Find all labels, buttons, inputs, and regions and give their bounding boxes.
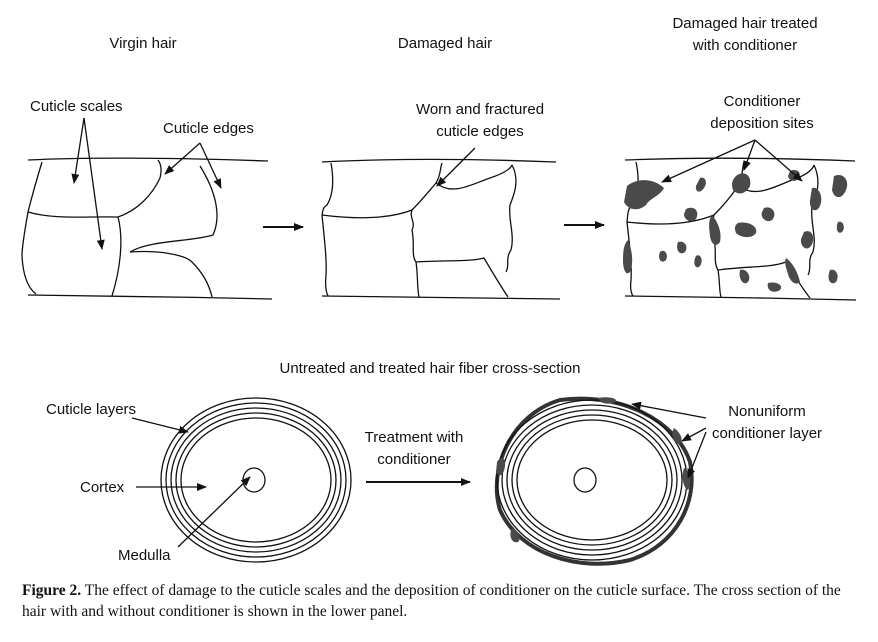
conditioner-patch [510, 528, 520, 543]
damaged-hair-panel: Damaged hair Worn and fractured cuticle … [321, 35, 561, 300]
conditioner-deposit [809, 187, 822, 211]
conditioner-deposit [732, 173, 751, 194]
conditioner-deposit [659, 250, 667, 262]
conditioner-deposit [694, 255, 702, 268]
conditioner-deposit [734, 222, 757, 238]
deposition-sites-leaders [661, 139, 803, 183]
virgin-label-leaders [71, 117, 222, 250]
treated-hair-title-line1: Damaged hair treated [672, 15, 817, 32]
treated-hair-panel: Damaged hair treated with conditioner Co… [623, 15, 857, 301]
medulla-label: Medulla [118, 547, 171, 564]
cuticle-scales-label: Cuticle scales [30, 98, 123, 115]
figure-caption: Figure 2. The effect of damage to the cu… [22, 580, 867, 622]
conditioner-deposit [800, 231, 814, 249]
cuticle-layers-leader [131, 417, 189, 434]
treatment-label-line2: conditioner [377, 451, 450, 468]
cortex-label: Cortex [80, 479, 125, 496]
conditioner-patch [682, 468, 691, 490]
conditioner-deposit [836, 221, 844, 233]
conditioner-deposit [709, 215, 721, 245]
conditioner-deposit [739, 269, 750, 284]
cuticle-layers-label: Cuticle layers [46, 401, 136, 418]
nonuniform-label-line2: conditioner layer [712, 425, 822, 442]
untreated-cuticle-rings [160, 397, 352, 563]
conditioner-deposits [623, 169, 848, 292]
cuticle-edges-label: Cuticle edges [163, 120, 254, 137]
treatment-label-line1: Treatment with [365, 429, 464, 446]
medulla-leader [177, 476, 251, 548]
conditioner-deposit [788, 169, 800, 181]
conditioner-deposit [761, 207, 775, 222]
virgin-hair-panel: Virgin hair Cuticle scales Cuticle edges [21, 35, 273, 300]
conditioner-patch [672, 428, 682, 444]
treated-medulla [573, 467, 597, 493]
conditioner-deposit [695, 177, 706, 192]
treated-cross-section: Nonuniform conditioner layer [494, 396, 822, 566]
conditioner-deposit [832, 174, 848, 198]
nonuniform-label-line1: Nonuniform [728, 403, 806, 420]
caption-label: Figure 2. [22, 582, 82, 599]
conditioner-patch [496, 458, 506, 476]
untreated-cross-section: Cuticle layers Cortex Medulla [46, 397, 352, 564]
virgin-hair-strand [21, 157, 273, 300]
damaged-hair-strand [321, 158, 561, 300]
cross-section-title: Untreated and treated hair fiber cross-s… [280, 360, 581, 377]
virgin-hair-title: Virgin hair [109, 35, 176, 52]
conditioner-deposit [828, 269, 838, 284]
conditioner-patch [598, 397, 617, 404]
conditioner-deposit [677, 241, 687, 254]
caption-text: The effect of damage to the cuticle scal… [22, 582, 841, 620]
worn-edges-leader [436, 147, 476, 187]
nonuniform-leaders [631, 401, 707, 479]
deposition-sites-label-line2: deposition sites [710, 115, 813, 132]
conditioner-deposit [785, 258, 800, 284]
conditioner-coating [494, 396, 694, 566]
conditioner-deposit [623, 240, 633, 274]
damaged-hair-title: Damaged hair [398, 35, 492, 52]
worn-edges-label-line1: Worn and fractured [416, 101, 544, 118]
deposition-sites-label-line1: Conditioner [724, 93, 801, 110]
conditioner-deposit [624, 180, 664, 210]
conditioner-deposit [767, 282, 782, 292]
treated-hair-title-line2: with conditioner [692, 37, 797, 54]
conditioner-deposit [684, 207, 698, 222]
diagram-canvas: Virgin hair Cuticle scales Cuticle edges… [21, 15, 857, 566]
worn-edges-label-line2: cuticle edges [436, 123, 524, 140]
